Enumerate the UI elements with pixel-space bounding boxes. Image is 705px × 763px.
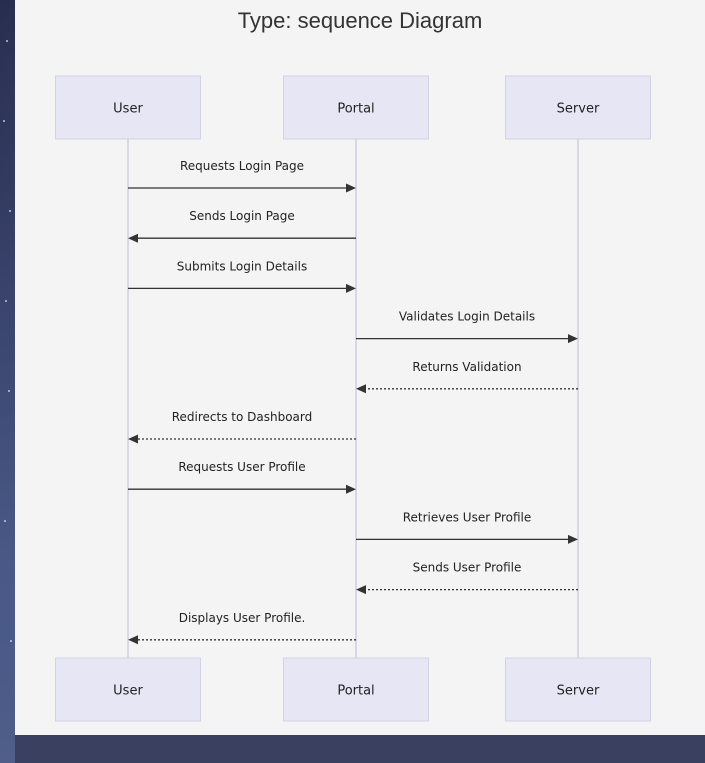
arrowhead-icon — [356, 384, 366, 394]
arrowhead-icon — [128, 233, 138, 243]
message-label: Sends User Profile — [413, 561, 522, 575]
actor-box-portal-bottom — [283, 657, 429, 722]
message-label: Submits Login Details — [177, 259, 307, 273]
arrowhead-icon — [568, 334, 578, 344]
panel-footer-strip — [15, 735, 705, 763]
arrowhead-icon — [346, 484, 356, 494]
actor-box-server-bottom — [505, 657, 651, 722]
arrowhead-icon — [128, 635, 138, 645]
arrowhead-icon — [346, 183, 356, 193]
message-label: Returns Validation — [412, 360, 521, 374]
actor-label-portal-bottom: Portal — [337, 684, 374, 699]
actor-box-user-top — [55, 75, 201, 140]
actor-box-portal-top — [283, 75, 429, 140]
actor-label-portal-top: Portal — [337, 102, 374, 117]
actor-label-server-top: Server — [557, 102, 600, 117]
arrowhead-icon — [356, 585, 366, 595]
arrowhead-icon — [346, 283, 356, 293]
actor-box-server-top — [505, 75, 651, 140]
arrowhead-icon — [128, 434, 138, 444]
message-label: Redirects to Dashboard — [172, 410, 313, 424]
message-label: Displays User Profile. — [179, 611, 306, 625]
actor-label-user-bottom: User — [113, 684, 143, 699]
diagram-title: Type: sequence Diagram — [237, 8, 483, 33]
message-label: Retrieves User Profile — [403, 510, 532, 524]
arrowhead-icon — [568, 534, 578, 544]
message-label: Requests User Profile — [178, 460, 305, 474]
actor-box-user-bottom — [55, 657, 201, 722]
message-label: Validates Login Details — [399, 310, 535, 324]
actor-label-server-bottom: Server — [557, 684, 600, 699]
actor-label-user-top: User — [113, 102, 143, 117]
message-label: Sends Login Page — [189, 209, 295, 223]
message-label: Requests Login Page — [180, 159, 304, 173]
